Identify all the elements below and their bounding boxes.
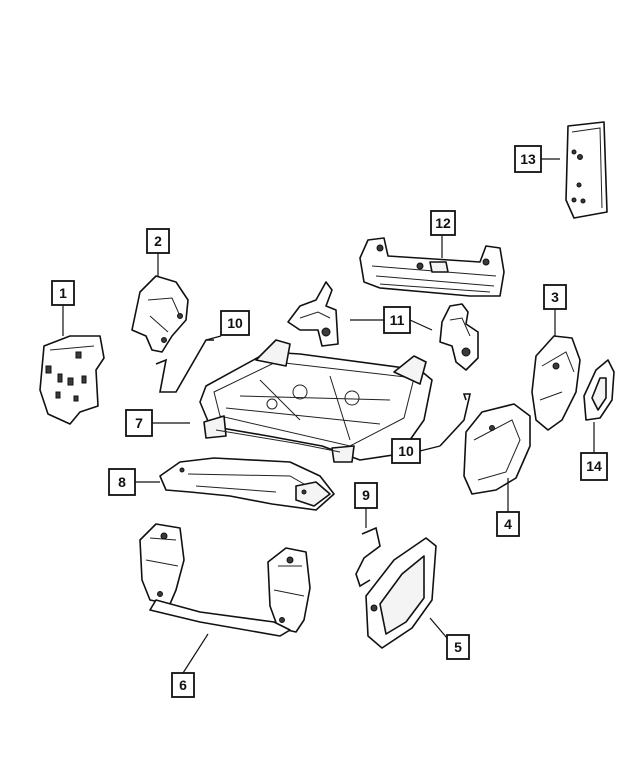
part-7-cushion-frame: [199, 339, 433, 463]
callout-14: 14: [580, 452, 608, 481]
part-5-seatback-panel: [365, 537, 437, 649]
part-9-wire-frame: [355, 526, 381, 588]
callout-10-left: 10: [220, 310, 250, 336]
part-10-wire-right: [439, 393, 472, 447]
part-12-rear-crossmember: [359, 237, 505, 297]
callout-4: 4: [496, 511, 520, 537]
callout-10a-label: 10: [227, 315, 243, 331]
part-6-seat-riser: [139, 523, 311, 637]
callout-3-label: 3: [551, 289, 559, 305]
callout-11-label: 11: [390, 312, 405, 328]
callout-1-label: 1: [59, 285, 67, 301]
callout-14-label: 14: [586, 458, 602, 474]
callout-5: 5: [446, 634, 470, 660]
part-4-back-panel: [463, 403, 531, 495]
leader-10b: [419, 445, 441, 452]
leader-6: [182, 633, 209, 674]
callout-9-label: 9: [362, 487, 370, 503]
callout-1: 1: [51, 280, 75, 306]
part-3-side-cover: [531, 335, 581, 431]
callout-5-label: 5: [454, 639, 462, 655]
part-8-seat-pan: [159, 457, 335, 511]
callout-13-label: 13: [520, 151, 536, 167]
callout-12: 12: [430, 210, 456, 236]
leader-11: [350, 319, 433, 331]
callout-4-label: 4: [504, 516, 512, 532]
leader-lines: [62, 158, 595, 674]
callout-11: 11: [383, 306, 411, 334]
part-11-recliner-brackets: [287, 281, 479, 371]
callout-10-right: 10: [391, 438, 421, 464]
callout-13: 13: [514, 145, 542, 173]
part-1-side-shield: [39, 335, 105, 425]
callout-2-label: 2: [154, 233, 162, 249]
callout-6-label: 6: [179, 677, 187, 693]
callout-8: 8: [108, 468, 136, 496]
callout-2: 2: [146, 228, 170, 254]
callout-3: 3: [543, 284, 567, 310]
callout-8-label: 8: [118, 474, 126, 490]
part-2-side-shield-cover: [131, 275, 189, 353]
callout-7-label: 7: [135, 415, 143, 431]
part-14-handle-bezel: [583, 359, 615, 421]
leader-5: [429, 617, 448, 639]
callout-6: 6: [171, 672, 195, 698]
callout-7: 7: [125, 409, 153, 437]
part-13-trim-panel: [565, 121, 608, 219]
leader-10a: [205, 335, 222, 341]
callout-9: 9: [354, 482, 378, 509]
callout-10b-label: 10: [398, 443, 414, 459]
callout-12-label: 12: [435, 215, 451, 231]
